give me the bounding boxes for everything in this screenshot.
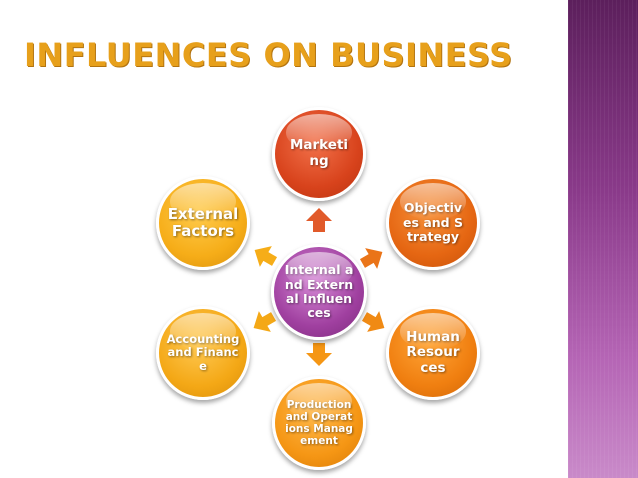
- node-accounting-finance: Accounting and Finance: [156, 306, 250, 400]
- node-accounting-finance-label: Accounting and Finance: [166, 332, 240, 373]
- node-human-resources-label: Human Resources: [406, 328, 460, 376]
- decorative-sidebar: [568, 0, 638, 478]
- node-marketing: Marketing: [272, 107, 366, 201]
- sidebar-texture: [568, 0, 638, 478]
- center-label: Internal and External Influences: [284, 262, 354, 321]
- radial-diagram: Internal and External Influences Marketi…: [156, 107, 480, 470]
- arrow-to-bottom: [306, 343, 332, 366]
- node-production-operations-label: Production and Operations Management: [285, 398, 353, 448]
- arrow-to-bottom-right: [361, 311, 385, 332]
- slide-title: INFLUENCES ON BUSINESS: [24, 36, 513, 74]
- node-production-operations: Production and Operations Management: [272, 376, 366, 470]
- node-marketing-label: Marketing: [289, 137, 349, 169]
- node-objectives-strategy: Objectives and Strategy: [386, 176, 480, 270]
- arrow-to-bottom-left: [253, 311, 277, 332]
- arrow-to-top-left: [254, 246, 278, 267]
- node-external-factors-label: External Factors: [167, 204, 239, 240]
- arrow-to-top: [306, 208, 332, 232]
- node-external-factors: External Factors: [156, 176, 250, 270]
- arrows-layer: [253, 208, 385, 366]
- arrow-to-top-right: [359, 248, 383, 269]
- node-objectives-strategy-label: Objectives and Strategy: [403, 200, 463, 245]
- node-human-resources: Human Resources: [386, 306, 480, 400]
- center-node: Internal and External Influences: [271, 244, 367, 340]
